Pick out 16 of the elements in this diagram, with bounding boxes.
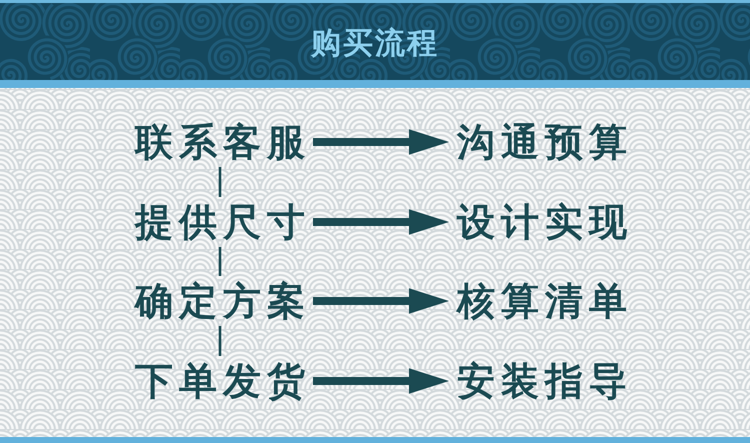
step-label: 沟通预算	[457, 121, 627, 163]
arrow	[313, 209, 449, 235]
step-label: 联系客服	[135, 121, 305, 163]
connector-line	[218, 167, 222, 197]
arrow	[313, 288, 449, 314]
arrow	[313, 129, 449, 155]
step-label: 提供尺寸	[135, 201, 305, 243]
title: 购买流程	[311, 26, 439, 61]
connector-line	[218, 247, 222, 276]
arrow	[313, 368, 449, 394]
step-label: 下单发货	[135, 360, 305, 402]
step-label: 设计实现	[457, 201, 627, 243]
step-label: 确定方案	[135, 280, 305, 322]
connector-line	[218, 326, 222, 356]
step-label: 核算清单	[457, 280, 627, 322]
step-label: 安装指导	[457, 360, 627, 402]
